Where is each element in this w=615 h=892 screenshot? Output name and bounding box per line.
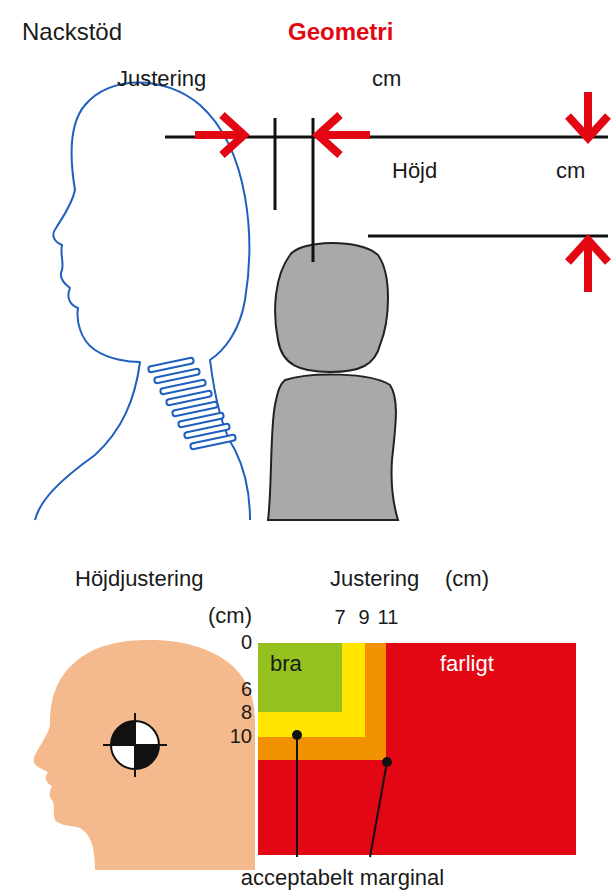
label: (cm) [208, 603, 252, 629]
leader-line [297, 735, 387, 857]
marker-dot [382, 757, 392, 767]
label: 9 [358, 606, 369, 629]
label-holder: 8 [241, 701, 252, 724]
label-holder: (cm) [208, 603, 252, 629]
label-holder: cm [372, 66, 401, 92]
zone-label: farligt [440, 651, 494, 677]
label-holder: 9 [358, 606, 369, 629]
title-holder: Geometri [288, 18, 393, 46]
seat-back [268, 375, 398, 520]
label-holder: 0 [241, 631, 252, 654]
head-outline [35, 83, 250, 521]
acceptable-zone [258, 643, 365, 737]
label-holder: acceptabelt [241, 865, 354, 891]
vertebra [190, 434, 236, 449]
label: Höjdjustering [75, 566, 203, 592]
label-holder: Justering [330, 566, 419, 592]
label-holder: Höjd [392, 158, 437, 184]
label: cm [372, 66, 401, 92]
label: 8 [241, 701, 252, 724]
marker-dot [292, 730, 302, 740]
marginal-zone [258, 643, 386, 760]
label-holder: 10 [230, 725, 252, 748]
label: Höjd [392, 158, 437, 184]
vertebrae [148, 357, 236, 449]
label-holder: marginal [360, 865, 444, 891]
label: cm [556, 158, 585, 184]
label: (cm) [445, 566, 489, 592]
label-holder: 7 [334, 606, 345, 629]
label: 11 [378, 606, 399, 629]
label: 6 [241, 678, 252, 701]
label: marginal [360, 865, 444, 891]
label: Nackstöd [22, 18, 122, 46]
label: 10 [230, 725, 252, 748]
label: Justering [117, 66, 206, 92]
danger-zone: farligt bra [258, 643, 576, 855]
dimension-lines [165, 118, 608, 262]
label-holder: Höjdjustering [75, 566, 203, 592]
label-holder: Justering [117, 66, 206, 92]
zone-label: bra [270, 651, 302, 677]
label-holder: 11 [378, 606, 399, 629]
good-zone: bra [258, 643, 342, 712]
label-holder: Nackstöd [22, 18, 122, 46]
target-symbol [103, 713, 167, 777]
label-holder: (cm) [445, 566, 489, 592]
dimension-arrows [195, 92, 608, 292]
label-holder: 6 [241, 678, 252, 701]
headrest [275, 243, 388, 372]
head-silhouette [34, 640, 255, 870]
label: 7 [334, 606, 345, 629]
label: 0 [241, 631, 252, 654]
title: Geometri [288, 18, 393, 46]
label: Justering [330, 566, 419, 592]
label-holder: cm [556, 158, 585, 184]
label: acceptabelt [241, 865, 354, 891]
